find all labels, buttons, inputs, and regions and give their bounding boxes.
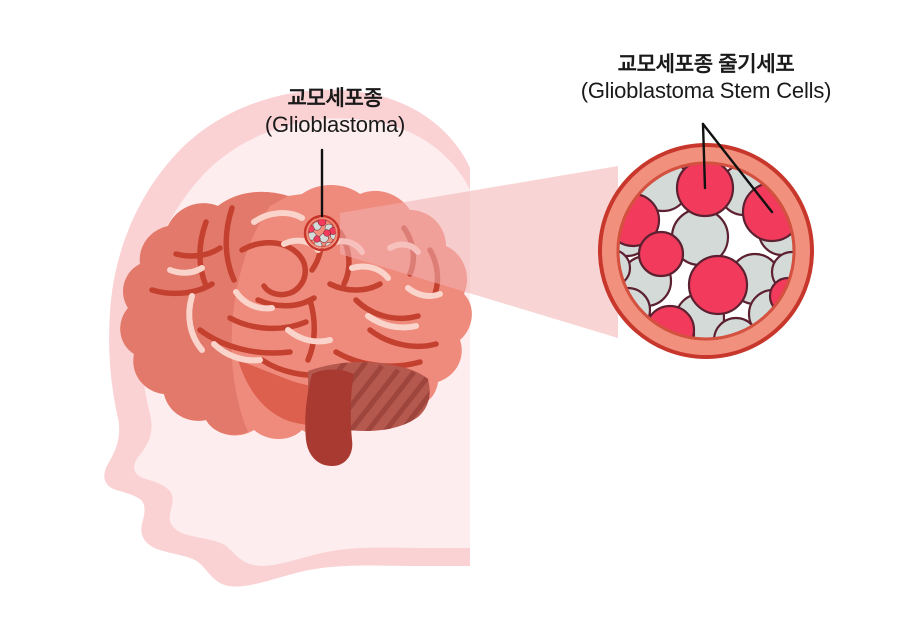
leader-line-stem-cell-b (701, 122, 774, 214)
label-glioblastoma-english: (Glioblastoma) (264, 111, 406, 137)
label-stem-cells: 교모세포종 줄기세포 (Glioblastoma Stem Cells) (545, 52, 867, 104)
magnifier-circle (598, 143, 814, 359)
brain-shade-frontal (120, 191, 289, 435)
label-stem-cells-korean: 교모세포종 줄기세포 (617, 53, 795, 76)
tumor-cell-stem (313, 235, 321, 243)
tumor-marker (303, 214, 341, 252)
leader-line-stem-cell-a (701, 122, 707, 190)
label-stem-cells-english: (Glioblastoma Stem Cells) (580, 77, 832, 103)
tumor-cell-stem (317, 219, 327, 227)
tumor-cell-stem (323, 229, 331, 237)
cell-stem (687, 254, 749, 316)
label-glioblastoma: 교모세포종 (Glioblastoma) (195, 86, 475, 138)
label-glioblastoma-korean: 교모세포종 (287, 87, 383, 110)
leader-lines (320, 122, 774, 218)
magnification-cone (340, 166, 618, 338)
cell-stem (637, 230, 685, 278)
brain-stem (305, 369, 354, 466)
